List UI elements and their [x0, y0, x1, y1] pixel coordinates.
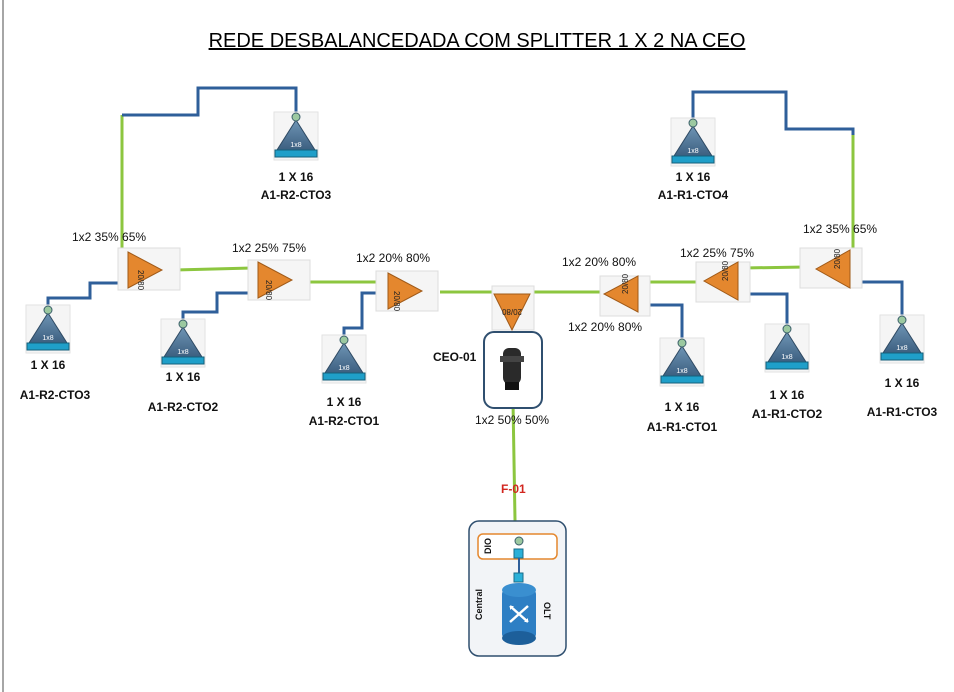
central-label: Central [474, 588, 484, 620]
cto-a1r2cto3_top: 1x8 [273, 111, 319, 161]
splitter-ceo: 20/80 [491, 285, 535, 332]
cto-inner-label: 1x8 [290, 142, 301, 149]
drop-a1r1cto2 [743, 292, 789, 326]
cto-size-label: 1 X 16 [165, 370, 201, 384]
drop-a1r1cto3 [853, 280, 904, 317]
drop-a1r1cto4 [691, 90, 855, 135]
cto-name-label: A1-R2-CTO2 [147, 400, 219, 414]
feeder-right-25-35 [742, 265, 806, 270]
cto-inner-label: 1x8 [896, 345, 907, 352]
drop-a1r2cto1 [342, 291, 380, 337]
cto-size-label: 1 X 16 [326, 395, 362, 409]
cto-name-label: A1-R2-CTO3 [19, 388, 91, 402]
splitter-left-20: 20/80 [375, 270, 439, 312]
olt-router-icon [502, 583, 536, 645]
ceo-label: CEO-01 [433, 350, 477, 364]
ratio-right-20-bottom: 1x2 20% 80% [568, 320, 643, 334]
cto-a1r1cto4: 1x8 [670, 117, 716, 167]
cto-name-label: A1-R1-CTO4 [657, 188, 729, 202]
splitter-right-25: 20/80 [695, 260, 751, 303]
page-title: REDE DESBALANCEDADA COM SPLITTER 1 X 2 N… [208, 30, 746, 52]
ratio-right-20-top: 1x2 20% 80% [562, 255, 637, 269]
ratio-right-25: 1x2 25% 75% [680, 246, 755, 260]
dio-label: DIO [483, 537, 493, 554]
drop-a1r2cto2 [181, 291, 252, 321]
splitter-left-35-text: 20/80 [136, 270, 145, 291]
cto-inner-label: 1x8 [687, 148, 698, 155]
drop-cables [46, 86, 904, 340]
ceo-enclosure [483, 331, 543, 409]
drop-a1r2cto3-left [46, 281, 120, 307]
drop-a1r1cto1 [643, 303, 684, 340]
cto-inner-label: 1x8 [42, 335, 53, 342]
svg-text:20/80: 20/80 [264, 280, 273, 301]
central-box [468, 520, 567, 657]
ratio-left-20: 1x2 20% 80% [356, 251, 431, 265]
cto-a1r2cto3_left: 1x8 [25, 304, 71, 354]
cto-inner-label: 1x8 [781, 354, 792, 361]
feeder-left-25-35 [174, 266, 253, 272]
splitter-left-25: 20/80 [247, 259, 311, 301]
ratio-ceo: 1x2 50% 50% [475, 413, 550, 427]
svg-text:20/80: 20/80 [392, 291, 401, 312]
cto-a1r1cto3: 1x8 [879, 314, 925, 364]
cto-inner-label: 1x8 [177, 349, 188, 356]
svg-text:20/80: 20/80 [501, 307, 522, 316]
svg-text:20/80: 20/80 [721, 260, 730, 281]
cto-a1r1cto2: 1x8 [764, 323, 810, 373]
fiber-label: F-01 [501, 482, 526, 496]
cto-size-label: 1 X 16 [664, 400, 700, 414]
cto-size-label: 1 X 16 [278, 170, 314, 184]
ratio-left-25: 1x2 25% 75% [232, 241, 307, 255]
cto-a1r2cto2: 1x8 [160, 318, 206, 368]
splitter-right-35: 20/80 [799, 247, 863, 289]
cto-a1r1cto1: 1x8 [659, 337, 705, 387]
cto-a1r2cto1: 1x8 [321, 334, 367, 384]
olt-label: OLT [542, 602, 552, 620]
splitter-left-35: 20/80 [117, 247, 181, 291]
cto-name-label: A1-R1-CTO2 [751, 407, 823, 421]
cto-name-label: A1-R1-CTO1 [646, 420, 718, 434]
svg-text:20/80: 20/80 [833, 248, 842, 269]
cto-size-label: 1 X 16 [675, 170, 711, 184]
ratio-left-35: 1x2 35% 65% [72, 230, 147, 244]
cto-size-label: 1 X 16 [769, 388, 805, 402]
cto-inner-label: 1x8 [676, 368, 687, 375]
cto-name-label: A1-R2-CTO1 [308, 414, 380, 428]
cto-size-label: 1 X 16 [884, 376, 920, 390]
cto-size-label: 1 X 16 [30, 358, 66, 372]
ratio-right-35: 1x2 35% 65% [803, 222, 878, 236]
drop-a1r2cto3-top [122, 86, 298, 117]
cto-inner-label: 1x8 [338, 365, 349, 372]
svg-text:20/80: 20/80 [621, 273, 630, 294]
cto-name-label: A1-R2-CTO3 [260, 188, 332, 202]
dio-panel [477, 533, 558, 560]
cto-name-label: A1-R1-CTO3 [866, 405, 938, 419]
splitter-right-20: 20/80 [599, 273, 651, 317]
